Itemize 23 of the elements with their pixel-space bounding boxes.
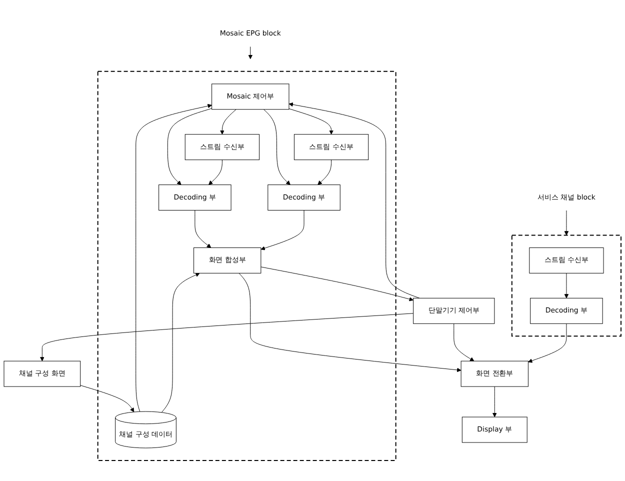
arrow <box>260 266 414 302</box>
arrow <box>194 210 212 248</box>
arrow <box>40 312 414 362</box>
arrow <box>318 159 332 185</box>
arrow <box>248 46 253 59</box>
arrow <box>564 272 569 298</box>
arrow <box>80 384 134 412</box>
arrow <box>454 323 474 362</box>
cluster <box>97 70 396 461</box>
arrow <box>220 108 236 134</box>
arrow <box>263 108 290 185</box>
arrow <box>208 159 222 185</box>
arrow <box>136 104 212 412</box>
arrow <box>167 108 212 185</box>
cluster <box>511 234 622 336</box>
arrow <box>260 210 304 250</box>
arrow <box>288 108 334 134</box>
arrow <box>161 272 200 412</box>
arrow <box>564 210 569 236</box>
arrow <box>528 323 567 363</box>
arrow <box>238 272 462 372</box>
arrow <box>492 386 497 417</box>
arrow <box>288 102 420 298</box>
